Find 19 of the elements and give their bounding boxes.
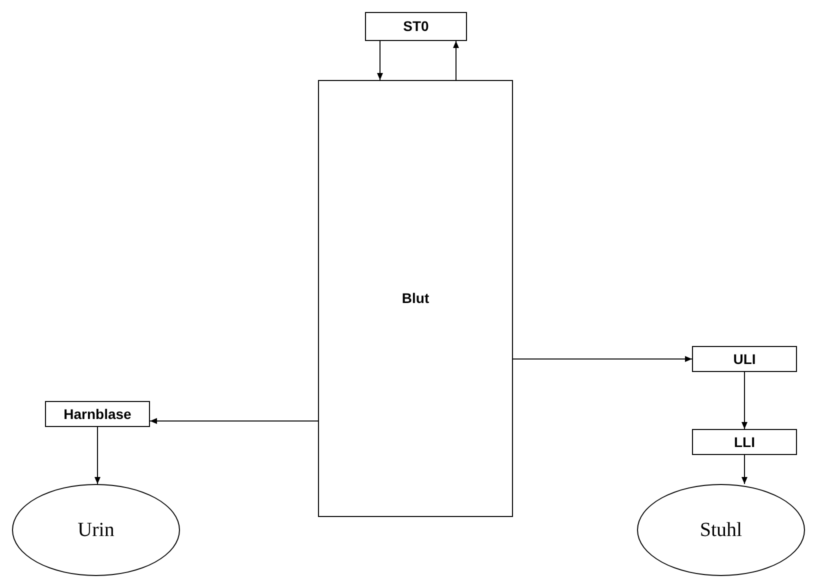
process-box <box>365 12 467 41</box>
process-box <box>318 80 513 517</box>
arrow <box>742 372 748 430</box>
arrow <box>150 418 318 424</box>
node-label: ST0 <box>403 17 429 36</box>
arrow <box>377 40 383 80</box>
node-label: Urin <box>78 518 114 543</box>
arrow <box>94 426 100 484</box>
node-label: Blut <box>402 289 430 308</box>
node-label: ULI <box>733 350 756 368</box>
arrow <box>742 454 748 484</box>
process-box <box>45 401 150 427</box>
node-label: Harnblase <box>64 404 132 424</box>
arrow <box>512 356 692 362</box>
arrow <box>453 40 459 80</box>
node-label: LLI <box>734 432 755 452</box>
process-box <box>692 346 797 372</box>
process-box <box>692 429 797 455</box>
node-label: Stuhl <box>700 518 742 543</box>
